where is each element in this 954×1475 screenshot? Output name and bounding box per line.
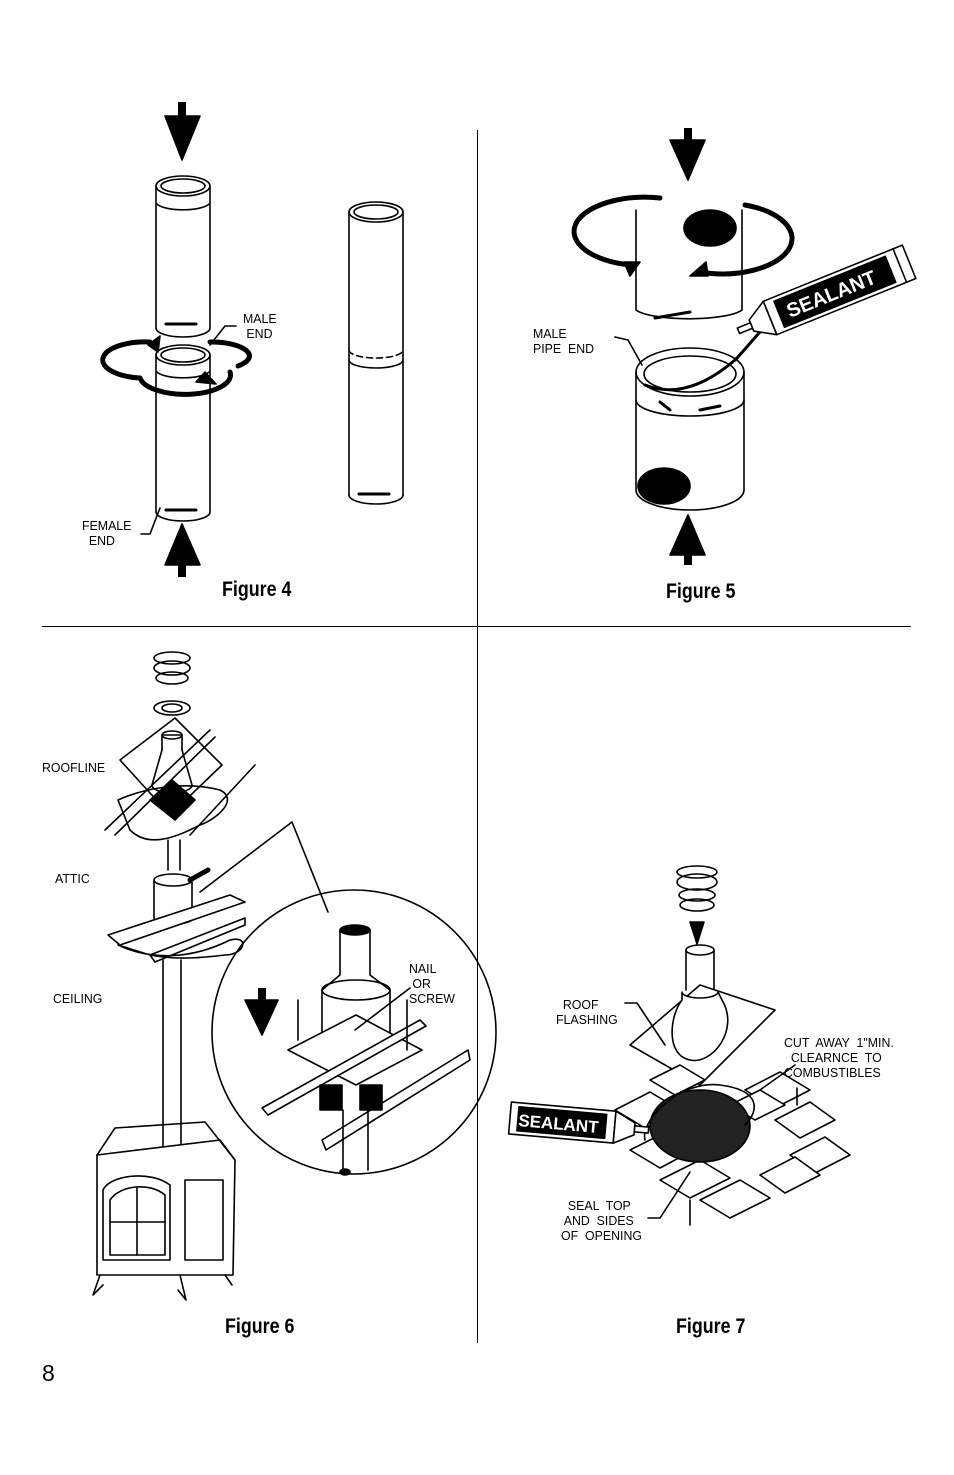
up-arrow-icon — [165, 524, 200, 565]
page-number: 8 — [42, 1360, 55, 1386]
figure-7-caption: Figure 7 — [676, 1315, 746, 1338]
vertical-divider — [477, 130, 478, 1343]
figure-6-caption: Figure 6 — [225, 1315, 295, 1338]
figure-5-caption: Figure 5 — [666, 580, 736, 603]
cut-away-clearance-label: CUT AWAY 1"MIN. CLEARNCE TO COMBUSTIBLES — [784, 1035, 894, 1080]
figure-6-drawing — [93, 652, 496, 1300]
horizontal-divider — [42, 626, 911, 627]
up-arrow-icon — [670, 515, 705, 555]
ceiling-label: CEILING — [53, 991, 103, 1006]
figure-4-drawing — [103, 102, 403, 577]
down-arrow-icon — [245, 1000, 278, 1035]
down-arrow-icon — [670, 140, 705, 180]
down-arrow-icon — [165, 116, 200, 160]
male-pipe-end-label: MALE PIPE END — [533, 326, 595, 356]
sealant-tube — [732, 245, 916, 347]
nail-or-screw-label: NAIL OR SCREW — [409, 961, 455, 1006]
roof-flashing-label: ROOF FLASHING — [556, 997, 618, 1027]
female-end-label: FEMALE END — [82, 518, 132, 548]
seal-top-label: SEAL TOP AND SIDES OF OPENING — [561, 1198, 642, 1243]
figure-4-caption: Figure 4 — [222, 578, 292, 601]
figure-7-drawing — [509, 866, 850, 1225]
roofline-label: ROOFLINE — [42, 760, 106, 775]
sealant-tube — [509, 1102, 650, 1146]
attic-label: ATTIC — [55, 871, 90, 886]
figure-5-drawing — [574, 128, 916, 565]
male-end-label: MALE END — [243, 311, 277, 341]
